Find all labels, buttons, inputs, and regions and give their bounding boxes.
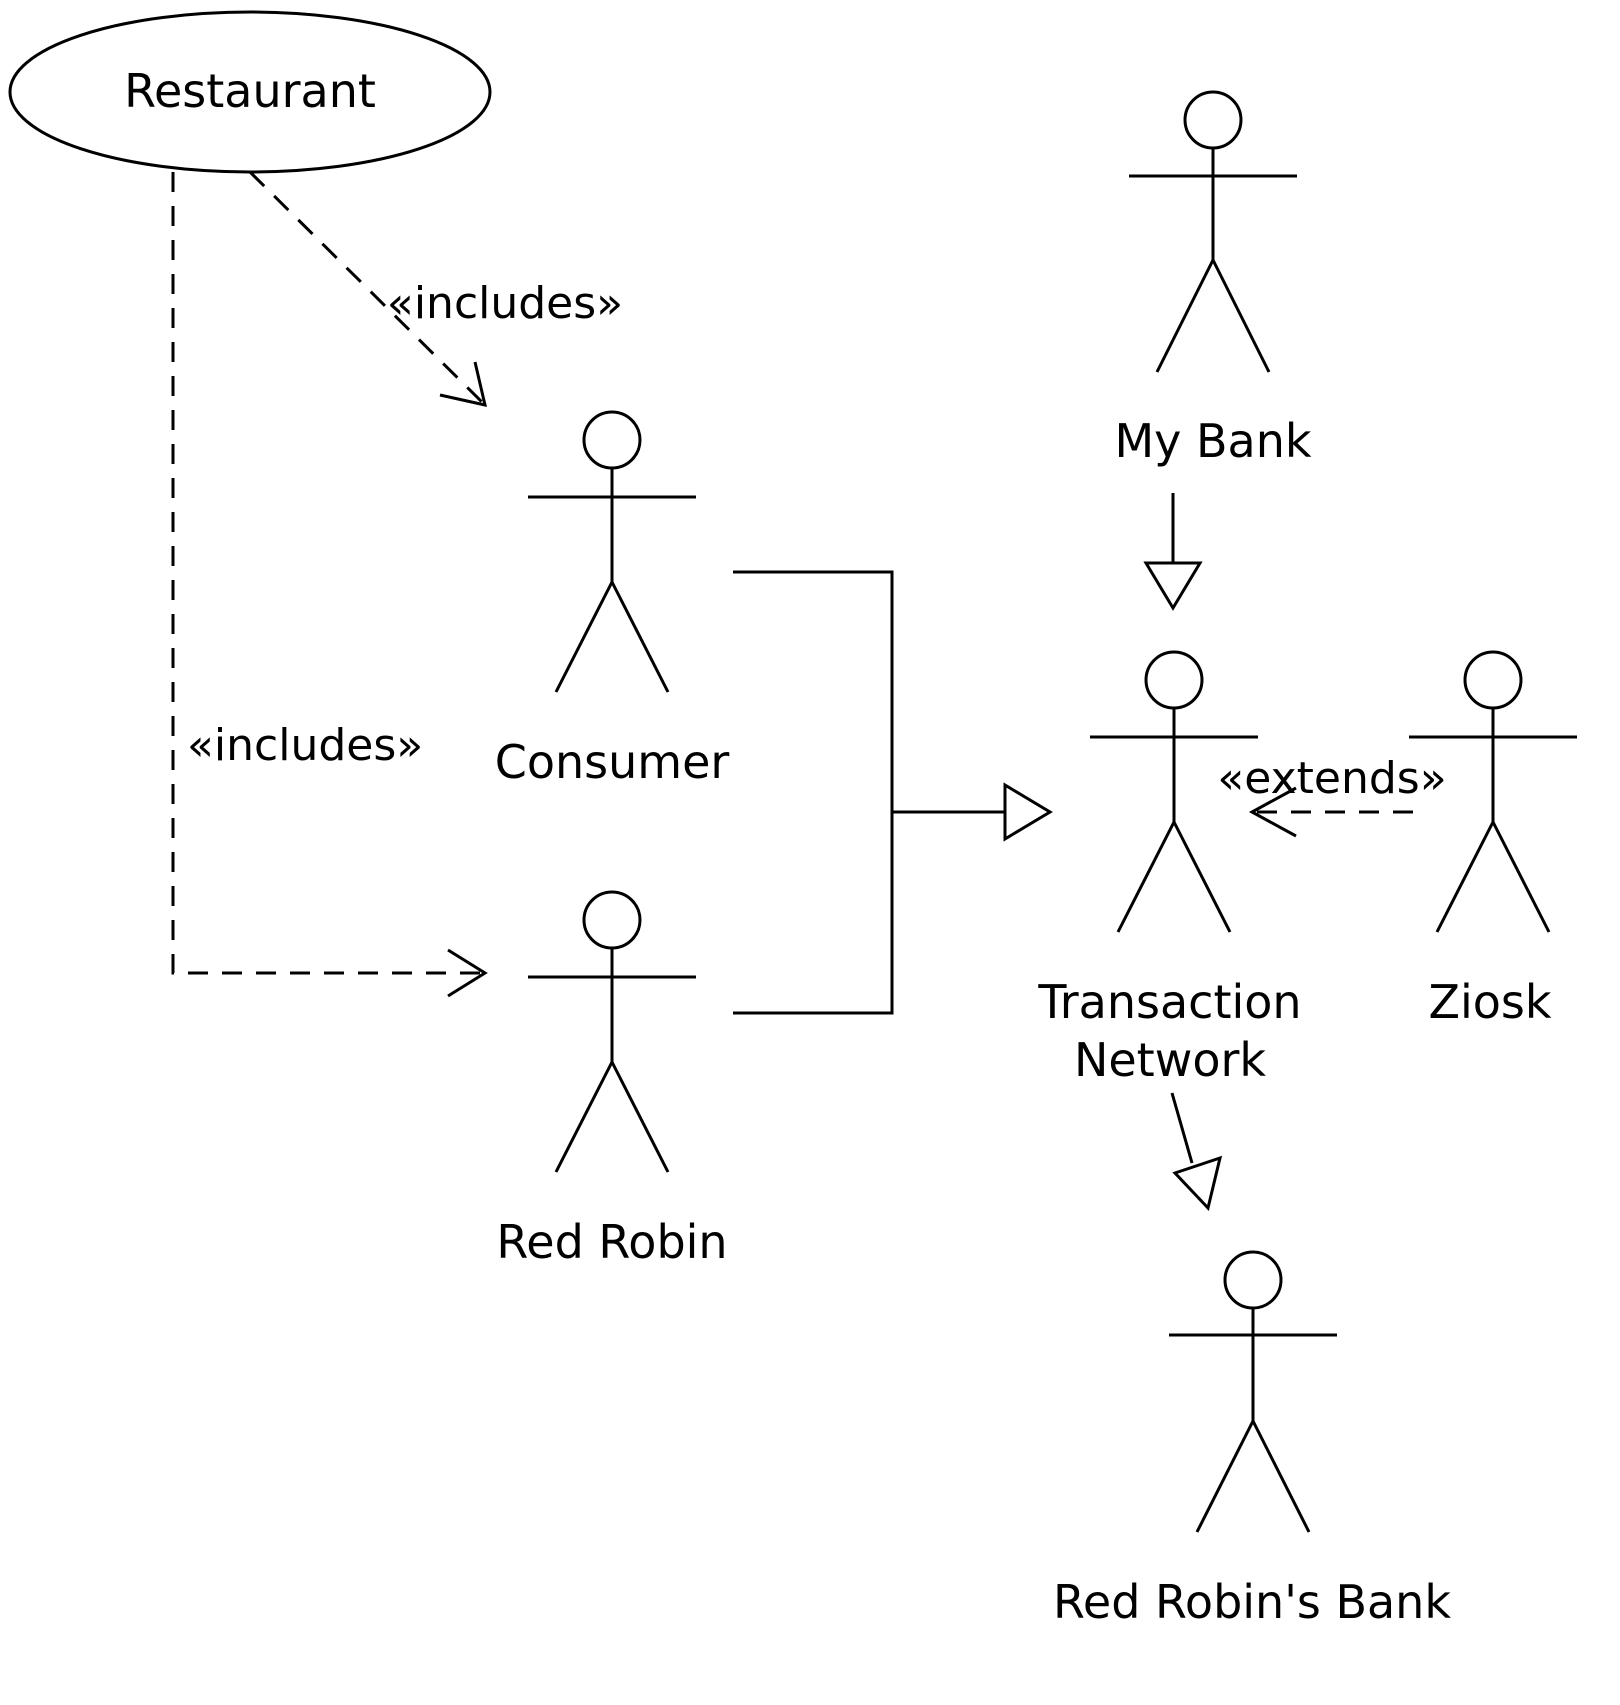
actor-label-consumer: Consumer: [495, 735, 730, 789]
actor-label-transaction-network-line2: Network: [1074, 1033, 1266, 1087]
actor-label-transaction-network-line1: Transaction: [1037, 975, 1301, 1029]
use-case-restaurant[interactable]: Restaurant: [8, 10, 492, 174]
includes-connector-consumer: «includes»: [248, 170, 623, 407]
generalization-connector-my-bank: [1143, 493, 1203, 611]
actor-red-robin[interactable]: Red Robin: [496, 890, 728, 1269]
use-case-label: Restaurant: [124, 64, 376, 118]
actor-my-bank[interactable]: My Bank: [1114, 90, 1312, 468]
includes-connector-red-robin: «includes»: [171, 172, 488, 998]
actor-transaction-network[interactable]: Transaction Network: [1037, 650, 1302, 1087]
includes-label-consumer: «includes»: [387, 278, 623, 329]
includes-label-red-robin: «includes»: [187, 720, 423, 771]
extends-label-ziosk: «extends»: [1217, 753, 1446, 804]
actor-label-red-robin: Red Robin: [496, 1215, 727, 1269]
actor-consumer[interactable]: Consumer: [495, 410, 730, 789]
actor-label-red-robins-bank: Red Robin's Bank: [1053, 1575, 1451, 1629]
generalization-connector-consumer-red-robin: [733, 570, 1053, 1015]
actor-ziosk[interactable]: Ziosk: [1409, 650, 1577, 1029]
actor-label-my-bank: My Bank: [1114, 414, 1311, 468]
actor-label-ziosk: Ziosk: [1428, 975, 1551, 1029]
actor-red-robins-bank[interactable]: Red Robin's Bank: [1053, 1250, 1451, 1629]
extends-connector-ziosk: «extends»: [1217, 753, 1447, 838]
generalization-connector-red-robins-bank: [1170, 1092, 1223, 1212]
